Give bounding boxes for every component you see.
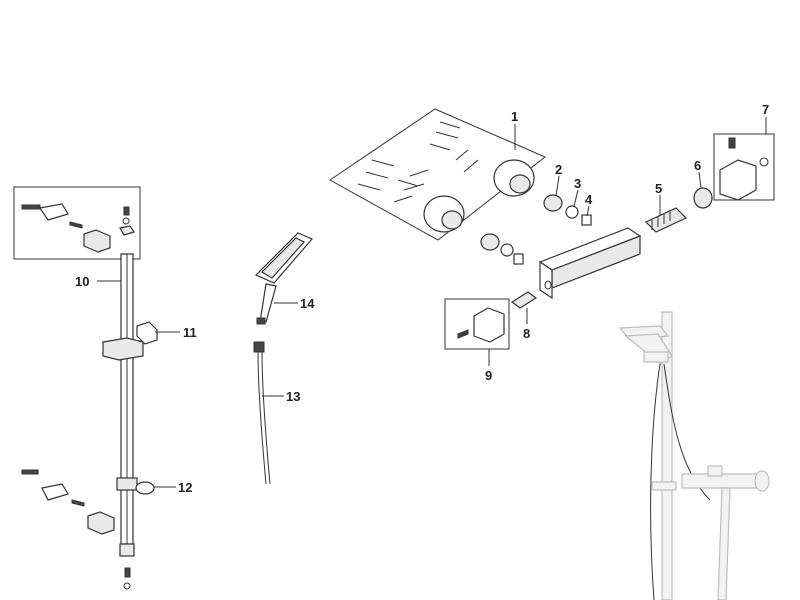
callout-7: 7 [762,102,769,117]
control-handle [719,137,769,201]
callout-12: 12 [178,480,192,495]
shower-hose [253,341,271,485]
wall-fixing-screws-and-plugs [357,121,479,203]
riser-rail-kit [13,186,180,590]
flow-handle-inset-box [444,298,510,350]
callout-9: 9 [485,368,492,383]
control-handle-inset-box [713,133,775,201]
nut-washer-filter-upper [543,194,592,226]
outlet-connector [510,291,538,309]
thermostatic-valve-body [538,227,642,300]
thermostatic-cartridge [644,207,688,233]
top-bracket-inset-box [13,186,141,260]
callout-11: 11 [183,325,197,340]
assembled-shower-product [618,311,770,600]
callout-8: 8 [523,326,530,341]
callout-6: 6 [694,158,701,173]
callout-1: 1 [511,109,518,124]
callout-4: 4 [585,192,593,207]
cartridge-adaptor [693,187,713,209]
callout-10: 10 [75,274,89,289]
callout-14: 14 [300,296,315,311]
top-bracket-fixings [21,203,135,253]
handset-and-hose [253,232,313,485]
callout-5: 5 [655,181,662,196]
shower-handset [254,232,313,325]
callout-2: 2 [555,162,562,177]
riser-rail [119,253,135,557]
valve-kit [329,108,775,366]
callout-13: 13 [286,389,300,404]
flow-handle [457,307,505,343]
bottom-bracket-fixings [21,469,131,590]
wall-unions [423,159,535,233]
wall-fixing-kit-inset [329,108,546,241]
hose-retaining-ring [116,477,155,495]
handset-slider [102,321,158,361]
callout-3: 3 [574,176,581,191]
nut-washer-filter-lower [480,233,524,265]
callout-labels: 1 2 3 4 5 6 7 8 9 10 11 12 13 14 [75,102,769,495]
